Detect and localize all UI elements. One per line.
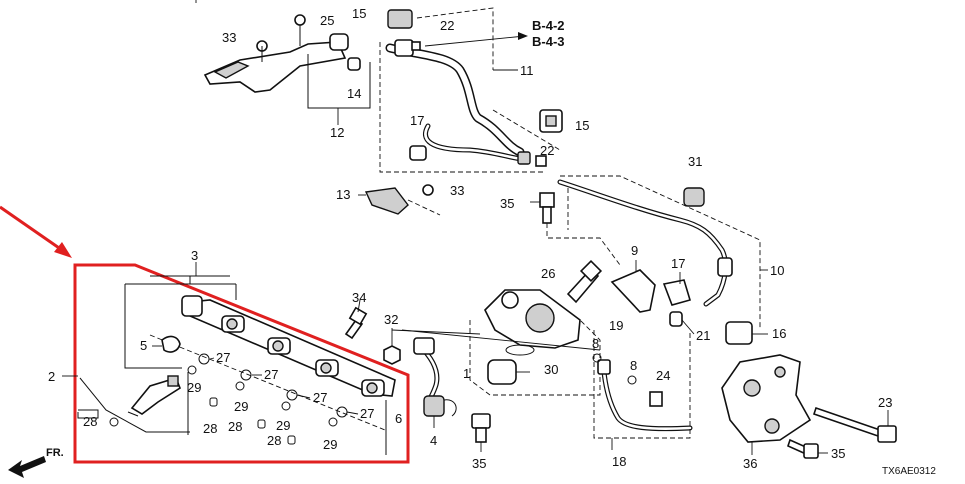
bolt-34 (344, 299, 368, 340)
reference-b-4-2: B-4-2 (532, 18, 565, 33)
callout-27: 27 (216, 350, 230, 365)
callout-29: 29 (187, 380, 201, 395)
callout-12: 12 (330, 125, 344, 140)
callout-11: 11 (520, 63, 534, 78)
heat-shield-9 (610, 260, 695, 335)
callout-6: 6 (395, 411, 402, 426)
fuel-rail-6 (149, 295, 396, 431)
callout-15: 15 (352, 6, 366, 21)
callout-21: 21 (696, 328, 710, 343)
callout-34: 34 (352, 290, 366, 305)
callout-1: 1 (463, 366, 470, 381)
rail-leaders (62, 0, 387, 455)
callout-28: 28 (228, 419, 242, 434)
callout-33: 33 (222, 30, 236, 45)
callout-10: 10 (770, 263, 784, 278)
callout-4: 4 (430, 433, 437, 448)
callout-23: 23 (878, 395, 892, 410)
callout-27: 27 (264, 367, 278, 382)
callout-28: 28 (203, 421, 217, 436)
callout-29: 29 (234, 399, 248, 414)
engine-bracket-36 (721, 354, 812, 455)
callout-25: 25 (320, 13, 334, 28)
callout-19: 19 (609, 318, 623, 333)
callout-9: 9 (631, 243, 638, 258)
stud-bolt-26 (566, 259, 603, 304)
callout-24: 24 (656, 368, 670, 383)
callout-33: 33 (450, 183, 464, 198)
bolt-35-lower-right (787, 438, 828, 459)
bolt-35-upper (530, 192, 621, 266)
callout-22: 22 (440, 18, 454, 33)
callout-8: 8 (592, 336, 599, 351)
injector (109, 375, 181, 427)
fuel-hose-upper (385, 7, 563, 157)
callout-36: 36 (743, 456, 757, 471)
callout-29: 29 (323, 437, 337, 452)
callout-18: 18 (612, 454, 626, 469)
injector-harness-4 (413, 337, 457, 428)
clip-16 (725, 321, 768, 345)
callout-27: 27 (360, 406, 374, 421)
front-direction-arrow: FR. (8, 447, 64, 478)
return-pipe-18 (592, 330, 693, 450)
reference-b-4-3: B-4-3 (532, 34, 565, 49)
diagram-code: TX6AE0312 (882, 466, 936, 477)
callout-17: 17 (671, 256, 685, 271)
callout-27: 27 (313, 390, 327, 405)
callout-35: 35 (500, 196, 514, 211)
callout-2: 2 (48, 369, 55, 384)
bolt-35-lower (471, 413, 491, 452)
callout-15: 15 (575, 118, 589, 133)
callout-13: 13 (336, 187, 350, 202)
callout-35: 35 (472, 456, 486, 471)
front-label: FR. (46, 447, 64, 459)
callout-31: 31 (688, 154, 702, 169)
callout-5: 5 (140, 338, 147, 353)
callout-8: 8 (630, 358, 637, 373)
callout-35: 35 (831, 446, 845, 461)
fuel-feed-pipe (557, 175, 768, 330)
callout-17: 17 (410, 113, 424, 128)
clip-5 (152, 335, 181, 353)
highlight-box (73, 263, 410, 464)
callout-16: 16 (772, 326, 786, 341)
highlight-arrow (0, 205, 72, 258)
callout-26: 26 (541, 266, 555, 281)
callout-14: 14 (347, 86, 361, 101)
callout-3: 3 (191, 248, 198, 263)
callout-28: 28 (83, 414, 97, 429)
callout-29: 29 (276, 418, 290, 433)
fuel-rail-bracket-box (124, 275, 237, 369)
mount-bracket-13 (358, 184, 441, 216)
callout-32: 32 (384, 312, 398, 327)
long-bolt-23 (812, 406, 897, 443)
fuel-pipe-mid (379, 42, 547, 173)
bracket-assembly (203, 14, 371, 125)
callout-30: 30 (544, 362, 558, 377)
nut-32 (383, 328, 601, 365)
callout-28: 28 (267, 433, 281, 448)
high-pressure-pump (469, 289, 601, 396)
callout-22: 22 (540, 143, 554, 158)
